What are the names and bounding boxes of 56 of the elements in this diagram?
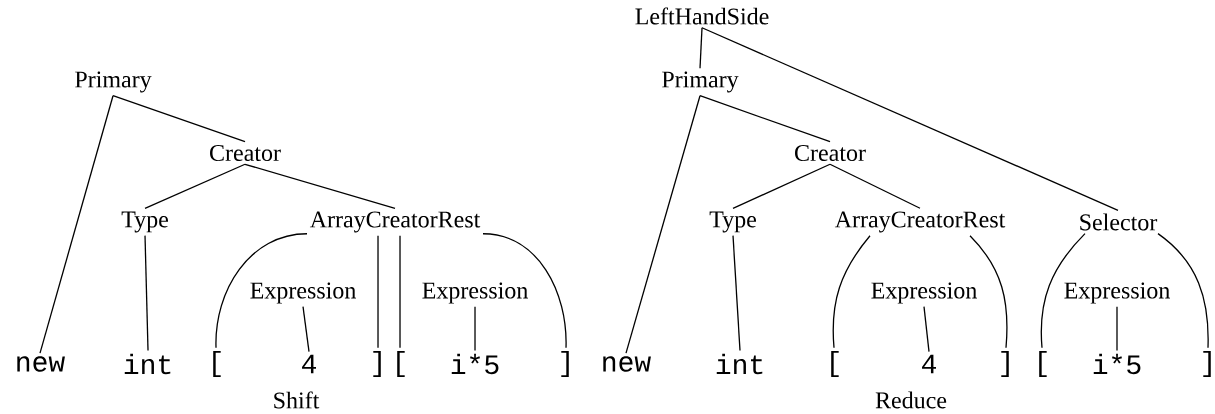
- nonterminal-label: Type: [121, 211, 168, 233]
- tree-branch: [625, 95, 701, 354]
- token: ]: [1203, 350, 1211, 378]
- tree-branch: [377, 235, 379, 349]
- nonterminal-label: ArrayCreatorRest: [834, 211, 1006, 233]
- token: int: [716, 353, 763, 375]
- nonterminal-label: Primary: [662, 71, 739, 93]
- step-label: Reduce: [875, 391, 947, 409]
- nonterminal-label: Creator: [210, 144, 281, 162]
- token: ]: [1001, 350, 1009, 378]
- token: [: [213, 350, 221, 378]
- tree-branch: [215, 233, 308, 349]
- tree-branch: [701, 27, 1119, 211]
- step-label: Shift: [274, 391, 320, 409]
- token: new: [17, 356, 65, 372]
- nonterminal-label: Expression: [250, 282, 356, 304]
- nonterminal-label: Creator: [795, 144, 866, 162]
- nonterminal-label: Primary: [75, 71, 152, 93]
- tree-branch: [302, 306, 310, 353]
- token: int: [124, 353, 171, 375]
- nonterminal-label: LeftHandSide: [635, 7, 769, 25]
- tree-branch: [39, 95, 114, 354]
- token: new: [603, 356, 651, 372]
- token: [: [1039, 350, 1047, 378]
- token: [: [831, 350, 839, 378]
- tree-branch: [1116, 306, 1118, 352]
- tree-branch: [1040, 233, 1086, 349]
- tree-branch: [244, 163, 396, 209]
- nonterminal-label: Selector: [1080, 213, 1158, 231]
- tree-branch: [829, 163, 921, 209]
- token: 4: [302, 354, 316, 374]
- tree-branch: [923, 306, 930, 353]
- nonterminal-label: Type: [709, 211, 756, 233]
- tree-branch: [732, 235, 741, 352]
- tree-branch: [732, 163, 831, 209]
- token: i*5: [1093, 353, 1141, 375]
- tree-branch: [969, 235, 1008, 349]
- nonterminal-label: Expression: [1064, 282, 1170, 304]
- nonterminal-label: Expression: [871, 282, 977, 304]
- token: 4: [922, 354, 936, 374]
- token: i*5: [451, 353, 499, 375]
- tree-branch: [699, 27, 703, 69]
- tree-branch: [699, 95, 831, 143]
- tree-branch: [482, 233, 567, 349]
- tree-branch: [399, 235, 401, 349]
- nonterminal-label: Expression: [422, 282, 528, 304]
- tree-branch: [474, 306, 476, 352]
- tree-branch: [1157, 233, 1209, 349]
- tree-branch: [144, 235, 149, 352]
- tree-branch: [144, 163, 246, 209]
- tree-branch: [832, 235, 871, 349]
- nonterminal-label: ArrayCreatorRest: [309, 211, 481, 233]
- token: ]: [373, 350, 381, 378]
- token: [: [397, 350, 405, 378]
- tree-branch: [112, 95, 246, 143]
- token: ]: [561, 350, 569, 378]
